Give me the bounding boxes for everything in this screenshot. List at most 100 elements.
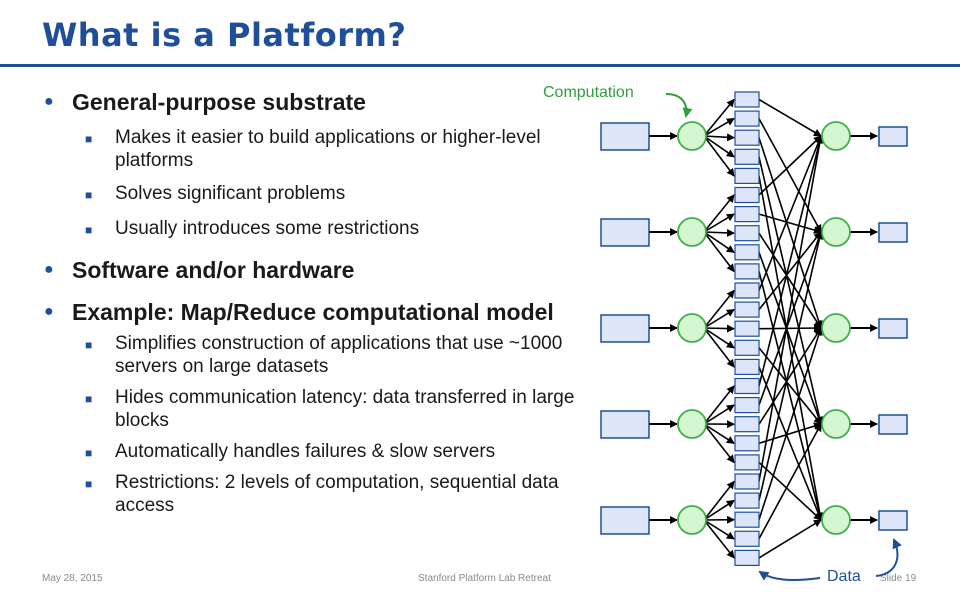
sub-bullet-text: Makes it easier to build applications or… — [115, 127, 541, 171]
reduce-node — [821, 409, 851, 439]
shuffle-edge — [758, 423, 822, 540]
sub-bullet-text: Simplifies construction of applications … — [115, 333, 563, 377]
bullet-general-purpose: ● General-purpose substrate — [42, 88, 577, 116]
output-data-block — [878, 414, 908, 435]
bullet-dot-icon: ● — [44, 261, 54, 278]
slide-title: What is a Platform? — [42, 16, 407, 54]
map-output-edge — [703, 213, 735, 233]
map-output-edge — [703, 135, 735, 158]
shuffle-edge — [758, 271, 824, 521]
input-data-block — [600, 410, 650, 439]
map-output-edge — [703, 98, 735, 137]
map-output-edge — [703, 404, 735, 425]
bullet-text: Software and/or hardware — [72, 257, 355, 283]
shuffle-edge — [758, 231, 824, 501]
map-output-edge — [703, 324, 735, 333]
square-bullet-icon: ■ — [85, 338, 93, 352]
intermediate-data-block — [734, 206, 760, 223]
sub-bullet: ■ Automatically handles failures & slow … — [85, 440, 577, 463]
shuffle-edge — [758, 519, 822, 559]
bullet-dot-icon: ● — [44, 93, 54, 110]
sub-bullet: ■ Usually introduces some restrictions — [85, 217, 577, 240]
square-bullet-icon: ■ — [85, 446, 93, 460]
input-data-block — [600, 506, 650, 535]
intermediate-data-block — [734, 549, 760, 567]
shuffle-edge — [758, 137, 823, 329]
map-node — [677, 409, 707, 439]
map-output-edge — [703, 194, 735, 233]
map-output-edge — [703, 499, 735, 521]
sub-bullet: ■ Makes it easier to build applications … — [85, 126, 577, 172]
sub-bullet: ■ Restrictions: 2 levels of computation,… — [85, 471, 577, 517]
bullet-list: ● General-purpose substrate ■ Makes it e… — [42, 84, 577, 517]
shuffle-edge — [758, 324, 822, 333]
intermediate-data-block — [734, 530, 760, 547]
map-output-edge — [703, 327, 735, 368]
map-node — [677, 217, 707, 247]
output-data-block — [878, 126, 908, 147]
map-output-edge — [703, 117, 735, 137]
bullet-map-reduce: ● Example: Map/Reduce computational mode… — [42, 298, 577, 326]
shuffle-edge — [758, 156, 824, 425]
input-data-block — [600, 314, 650, 343]
intermediate-data-block — [734, 91, 760, 108]
intermediate-data-block — [734, 397, 760, 414]
bullet-dot-icon: ● — [44, 303, 54, 320]
map-output-edge — [703, 519, 735, 540]
reduce-node — [821, 505, 851, 535]
data-label: Data — [827, 568, 861, 585]
intermediate-data-block — [734, 110, 760, 127]
intermediate-data-block — [734, 358, 760, 375]
intermediate-data-block — [734, 492, 760, 509]
map-output-edge — [703, 423, 735, 444]
intermediate-data-block — [734, 377, 760, 395]
map-output-edge — [703, 289, 735, 329]
shuffle-edge — [758, 98, 822, 137]
shuffle-edge — [758, 135, 824, 387]
bullet-text: Example: Map/Reduce computational model — [72, 299, 554, 325]
intermediate-data-block — [734, 473, 760, 490]
intermediate-data-block — [734, 511, 760, 528]
shuffle-edge — [758, 347, 822, 425]
shuffle-edge — [758, 327, 823, 520]
intermediate-data-block — [734, 301, 760, 318]
sub-bullet-text: Hides communication latency: data transf… — [115, 387, 575, 431]
intermediate-data-block — [734, 282, 760, 299]
shuffle-edge — [758, 461, 822, 521]
shuffle-edge — [758, 366, 823, 521]
reduce-node — [821, 217, 851, 247]
reduce-node — [821, 313, 851, 343]
map-node — [677, 505, 707, 535]
title-divider — [0, 64, 960, 67]
output-data-block — [878, 318, 908, 339]
shuffle-edge — [758, 232, 822, 329]
footer-slide-number: Slide 19 — [880, 573, 917, 584]
shuffle-edge — [758, 135, 823, 291]
intermediate-data-block — [734, 129, 760, 146]
input-data-block — [600, 122, 650, 151]
intermediate-data-block — [734, 186, 760, 204]
shuffle-edge — [758, 422, 822, 445]
sub-bullet: ■ Solves significant problems — [85, 182, 577, 205]
data-pointer-arrow-output — [875, 538, 902, 577]
map-node — [677, 313, 707, 343]
reduce-node — [821, 121, 851, 151]
bullet-software-hardware: ● Software and/or hardware — [42, 256, 577, 284]
intermediate-data-block — [734, 225, 760, 242]
data-pointer-arrow — [758, 570, 821, 581]
map-output-edge — [703, 228, 735, 237]
bullet-text: General-purpose substrate — [72, 89, 366, 115]
intermediate-data-block — [734, 263, 760, 280]
intermediate-data-block — [734, 244, 760, 261]
intermediate-data-block — [734, 320, 760, 337]
shuffle-edge — [758, 231, 823, 406]
sub-bullet-text: Restrictions: 2 levels of computation, s… — [115, 472, 559, 516]
shuffle-edge — [758, 135, 824, 482]
square-bullet-icon: ■ — [85, 132, 93, 146]
map-output-edge — [703, 480, 735, 521]
map-output-edge — [703, 231, 735, 273]
map-output-edge — [703, 231, 735, 253]
intermediate-data-block — [734, 148, 760, 165]
output-data-block — [878, 222, 908, 243]
